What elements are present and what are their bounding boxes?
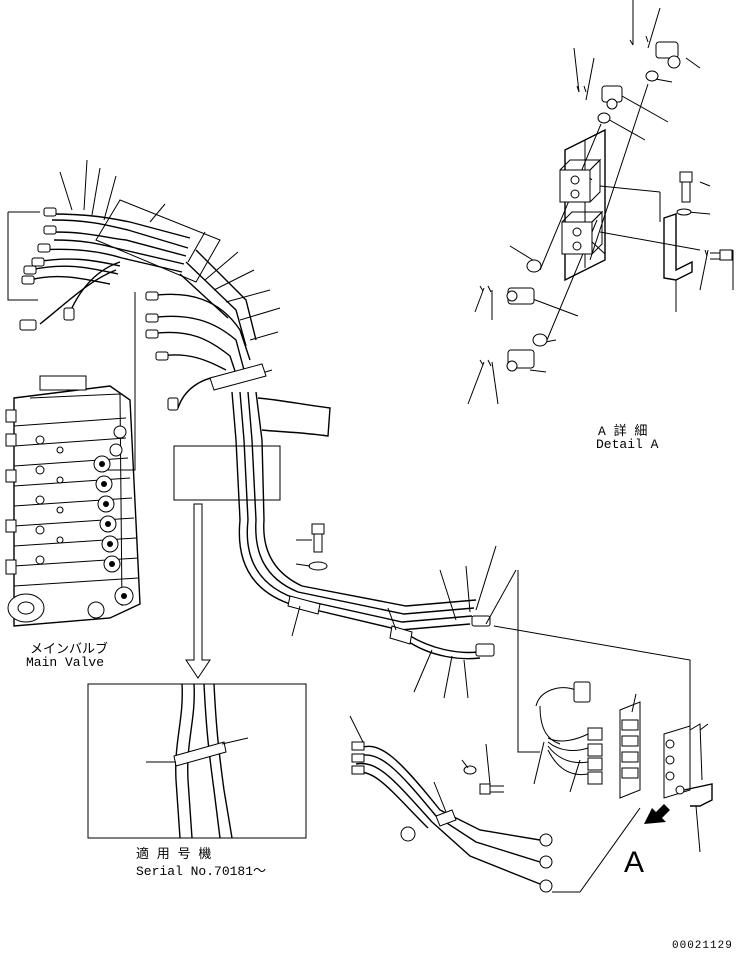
drawing-number: 00021129	[672, 940, 733, 952]
enlarged-view-arrow	[185, 503, 211, 679]
upper-hose-bundle	[7, 159, 331, 521]
detail-a-label-en: Detail A	[596, 437, 659, 452]
lower-hose-run	[238, 519, 691, 753]
main-valve-label-jp: メインバルブ	[30, 642, 109, 657]
serial-label-en: Serial No.70181～	[136, 864, 267, 879]
detail-a-assembly	[467, 0, 734, 405]
lower-left-hoses	[349, 715, 553, 893]
enlarged-view-box	[87, 683, 307, 839]
lower-valve-assembly	[533, 681, 713, 893]
main-valve	[5, 375, 141, 627]
serial-label-jp: 適 用 号 機	[136, 847, 212, 862]
main-valve-label-en: Main Valve	[26, 655, 105, 670]
detail-a-label-jp: A 詳 細	[598, 424, 648, 439]
view-letter: A	[624, 846, 645, 879]
